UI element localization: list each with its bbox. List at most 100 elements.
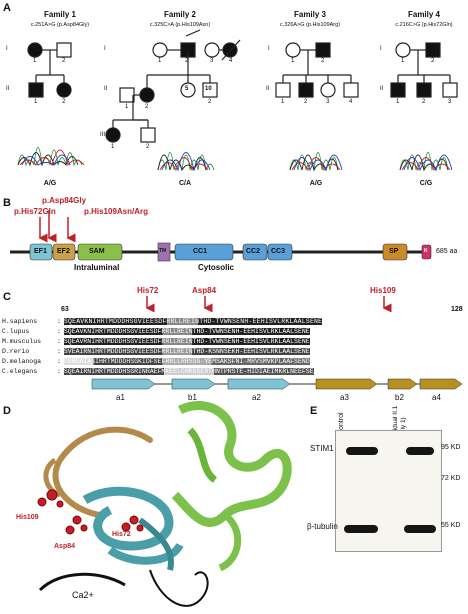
f3-id-6: 4 [349, 99, 353, 105]
ef1-domain [29, 243, 53, 261]
cc2-domain [242, 243, 268, 261]
sam-label: SAM [89, 248, 105, 255]
f2-id-3: 3 [210, 58, 214, 64]
marker-72kd: 72 KD [441, 475, 461, 482]
f4-id-1: 1 [401, 58, 405, 64]
mutation-label-his109: p.His109Asn/Arg [84, 207, 149, 216]
stim1-band-individual [406, 447, 434, 455]
pedigrees-svg [17, 29, 458, 172]
alignment-row: M.musculus : SQEAVRNIHRTMDDDHSGVIEESDFRR… [2, 337, 310, 345]
chromatogram-family-3 [289, 152, 343, 172]
tubulin-band-control [344, 525, 378, 533]
family-3-pedigree [275, 42, 359, 98]
species-name: H.sapiens [2, 317, 38, 325]
family-3-mutation: c.326A>G (p.His109Arg) [279, 22, 341, 28]
family-4-pedigree [390, 42, 458, 98]
family-4-gen-II: II [380, 86, 384, 92]
intraluminal-label: Intraluminal [74, 263, 120, 272]
chromatogram-family-4 [399, 152, 453, 172]
f1-id-4: 2 [62, 99, 66, 105]
f1-id-3: 1 [34, 99, 38, 105]
western-blot [335, 430, 442, 552]
family-4-title: Family 4 [407, 10, 440, 19]
f4-id-5: 3 [448, 99, 452, 105]
band-label-stim1: STIM1 [310, 444, 334, 453]
family-2-title: Family 2 [163, 10, 196, 19]
marker-55kd: 55 KD [441, 522, 461, 529]
f3-id-5: 3 [326, 99, 330, 105]
tm-domain [157, 242, 171, 262]
f3-id-4: 2 [304, 99, 308, 105]
family-1-gen-I: I [6, 46, 8, 52]
k-domain [421, 244, 432, 260]
f2-id-11: 2 [146, 144, 150, 150]
sequence: SVEAIRNIHRTMDDDHSGVIEESDFRRLLREINTHD-KSN… [63, 347, 310, 355]
band-label-tubulin: β-tubulin [307, 522, 338, 531]
panel-e-letter: E [310, 405, 318, 417]
family-4-genotype: C/G [419, 180, 433, 187]
struct-a2: a2 [252, 393, 261, 402]
alignment-end: 128 [451, 306, 463, 313]
struct-a4: a4 [432, 393, 441, 402]
family-3-title: Family 3 [293, 10, 326, 19]
sam-domain [77, 243, 123, 261]
protein-structure [37, 400, 292, 607]
alignment-block: H.sapiens : SQEAVKNIHRTMDDDHSGVIEESDFRRL… [2, 316, 462, 376]
family-2-gen-I: I [104, 46, 106, 52]
struct-a3: a3 [340, 393, 349, 402]
family-2-genotype: C/A [178, 180, 192, 187]
ef1-label: EF1 [34, 248, 47, 255]
family-1-mutation: c.251A>G (p.Asp84Gly) [30, 22, 90, 28]
family-3-gen-I: I [268, 46, 270, 52]
alignment-row: C.lupus : SQEAVKNIHRTMDDDHSGVIEESDFRRLLR… [2, 327, 310, 335]
tubulin-band-individual [404, 525, 436, 533]
alignment-row: D.rerio : SVEAIRNIHRTMDDDHSGVIEESDFRRLLR… [2, 347, 310, 355]
marker-his109: His109 [370, 286, 396, 295]
marker-his72: His72 [137, 286, 159, 295]
family-1-pedigree [27, 42, 72, 98]
domain-diagram [10, 210, 432, 262]
f2-id-10: 1 [111, 144, 115, 150]
alignment-start: 63 [61, 306, 69, 313]
f3-id-1: 1 [291, 58, 295, 64]
residue-his109: His109 [16, 514, 39, 521]
f2-id-6: 2 [145, 104, 149, 110]
f3-id-2: 2 [321, 58, 325, 64]
f3-id-3: 1 [281, 99, 285, 105]
family-1-title: Family 1 [43, 10, 76, 19]
cc3-domain [267, 243, 293, 261]
f4-id-4: 2 [422, 99, 426, 105]
cc1-domain [174, 243, 234, 261]
species-name: M.musculus [2, 337, 42, 345]
species-name: D.rerio [2, 347, 30, 355]
alignment-row: H.sapiens : SQEAVKNIHRTMDDDHSGVIEESDFRRL… [2, 317, 323, 325]
calcium-label: Ca2+ [72, 590, 94, 600]
family-3-gen-II: II [266, 86, 270, 92]
chromatograms [17, 147, 453, 172]
panel-b-letter: B [3, 197, 11, 209]
k-label: K [424, 248, 428, 254]
sequence: SQEAVKNIHRTMDDDHSGVIEESDFRRLLREINTHD-TVW… [63, 327, 310, 335]
struct-b2: b2 [395, 393, 404, 402]
family-2-gen-II: II [104, 86, 108, 92]
family-4-mutation: c.216C>G (p.His72Gln) [395, 22, 453, 28]
f2-id-7: 5 [185, 86, 189, 92]
family-2-pedigree [105, 29, 241, 143]
residue-his72: His72 [112, 531, 131, 538]
sequence: SQEAVKNIHRTMDDDHSGVIEESDFRRLLREINTHD-TVW… [63, 317, 323, 325]
f1-id-1: 1 [33, 58, 37, 64]
cytosolic-label: Cytosolic [198, 263, 235, 272]
alignment-row: D.melanoga : FGMDAIASIHRTMDDDHSGKIDFSEFR… [2, 357, 310, 365]
ef2-domain [52, 243, 76, 261]
secondary-structure [91, 378, 463, 390]
cc2-label: CC2 [246, 248, 261, 255]
sp-label: SP [389, 248, 399, 255]
f2-id-1: 1 [158, 58, 162, 64]
cc3-label: CC3 [271, 248, 286, 255]
f2-id-2: 2 [185, 58, 189, 64]
family-1-gen-II: II [6, 86, 10, 92]
f2-id-9: 10 [205, 86, 212, 92]
panel-c-letter: C [3, 291, 11, 303]
mutation-label-asp84gly: p.Asp84Gly [42, 196, 87, 205]
f1-id-2: 2 [62, 58, 66, 64]
